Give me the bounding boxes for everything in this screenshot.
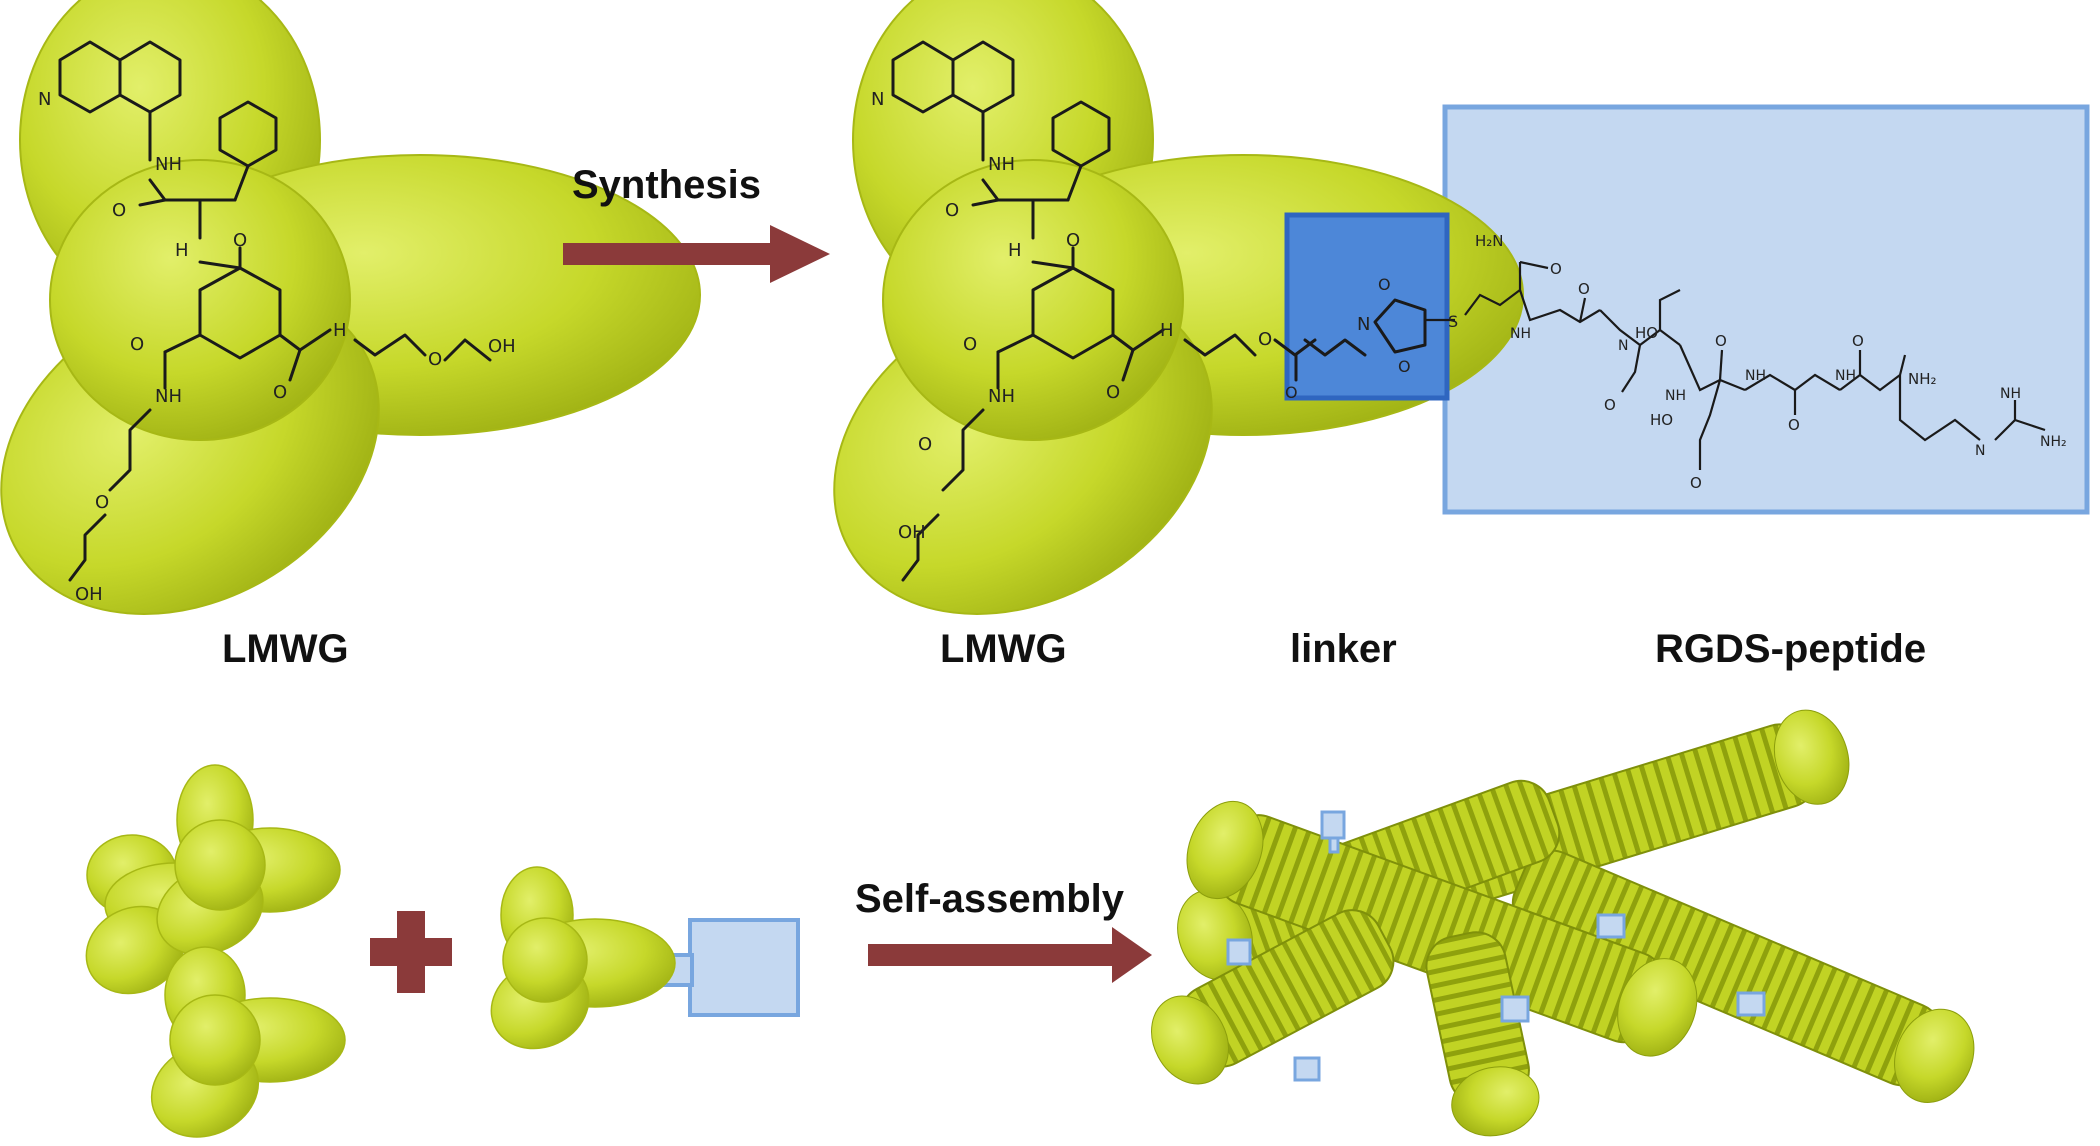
atom-o-r1: O [945,200,959,221]
atom-oh-1: OH [75,584,103,605]
atom-o-p4: O [1715,332,1727,350]
label-linker: linker [1290,627,1397,671]
atom-ho-1: HO [1635,324,1658,342]
atom-nh-2: H [175,240,189,261]
lmwg-left-structure: N NH O H O O NH O OH O H O OH [38,40,516,605]
atom-o-3: O [130,334,144,355]
peptide-box-icon [1442,104,2090,515]
atom-nh-p5: NH [1835,368,1856,384]
atom-o-6: O [428,349,442,370]
atom-n-p2: N [1618,338,1628,354]
atom-o-p5: O [1690,474,1702,492]
atom-nh2-2: NH₂ [2040,434,2067,450]
atom-h-r4: H [1160,320,1174,341]
atom-nh-3: NH [155,386,182,407]
atom-o-p3: O [1604,396,1616,414]
atom-o-mal1: O [1378,275,1391,294]
atom-o-p7: O [1852,332,1864,350]
self-assembly-label: Self-assembly [855,877,1125,921]
linker-box-icon [1284,212,1450,401]
atom-o-r6: O [1258,329,1272,350]
atom-o-mal2: O [1398,357,1411,376]
atom-oh-2: OH [488,336,516,357]
atom-nh-r3: NH [988,386,1015,407]
atom-n-guan: N [1975,443,1985,459]
atom-nh-guan: NH [2000,386,2021,402]
peptide-tag-icons [1226,810,1766,1082]
atom-n-maleimide: N [1357,314,1370,335]
atom-nh-r1: NH [988,154,1015,175]
atom-n-quinoline: N [38,89,51,110]
gelator-cluster-icon [85,764,346,1138]
label-lmwg-right: LMWG [940,627,1067,671]
label-rgds-peptide: RGDS-peptide [1655,627,1926,671]
label-lmwg-left: LMWG [222,627,349,671]
atom-o-4: O [95,492,109,513]
atom-o-p2: O [1578,280,1590,298]
atom-nh2-1: NH₂ [1908,370,1937,388]
atom-nh-1: NH [155,154,182,175]
gelator-conjugate-small-icon [490,866,800,1050]
atom-nh-r2: H [1008,240,1022,261]
atom-nh-p4: NH [1745,368,1766,384]
atom-nh-p1: NH [1510,326,1531,342]
synthesis-arrow-icon [563,225,830,283]
atom-nh-4: H [333,320,347,341]
atom-nh-p3: NH [1665,388,1686,404]
atom-o-linker: O [1285,383,1298,402]
atom-s: S [1448,312,1458,331]
atom-o-1: O [112,200,126,221]
plus-icon [370,911,452,993]
atom-ho-2: HO [1650,411,1673,429]
atom-o-p1: O [1550,260,1562,278]
atom-o-r5: O [1106,382,1120,403]
atom-o-p6: O [1788,416,1800,434]
atom-o-r3: O [963,334,977,355]
atom-h2n: H₂N [1475,232,1504,250]
atom-n-quinoline-r: N [871,89,884,110]
atom-o-r2: O [1066,230,1080,251]
fiber-bundle-icon [1151,709,1975,1137]
atom-oh-r1: OH [898,522,926,543]
atom-o-2: O [233,230,247,251]
atom-o-r4: O [918,434,932,455]
atom-o-5: O [273,382,287,403]
self-assembly-arrow-icon [868,927,1152,983]
lmwg-right-structure: N NH O H O O NH O OH O H O O N [871,40,2067,582]
synthesis-label: Synthesis [572,163,761,207]
